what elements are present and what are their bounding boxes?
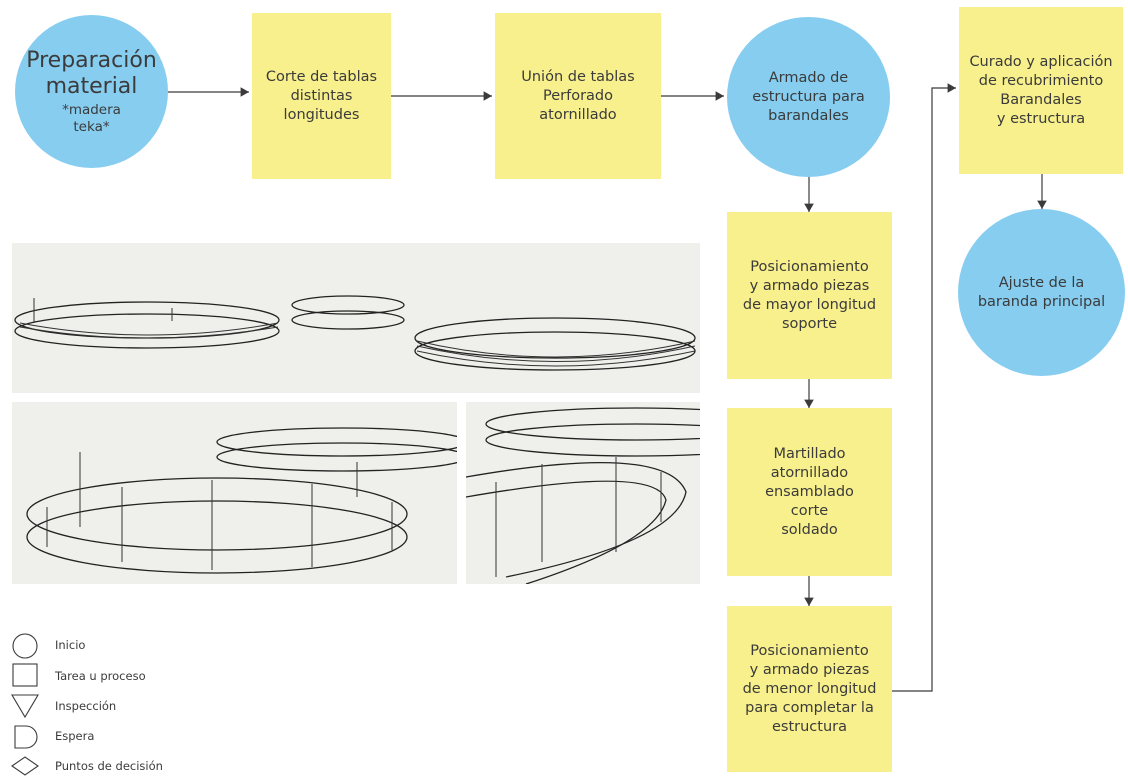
task-cut: Corte de tablas distintas longitudes bbox=[252, 13, 391, 179]
task-frame-circle: Armado de estructura para barandales bbox=[727, 17, 890, 177]
start-node: Preparación material *madera teka* bbox=[15, 15, 168, 168]
railing-sketch-bottom-right bbox=[466, 407, 700, 584]
legend-label-wait: Espera bbox=[55, 729, 95, 743]
render-image-bottom-left bbox=[12, 402, 457, 584]
start-title: Preparación material bbox=[26, 47, 157, 99]
task-short-pieces: Posicionamiento y armado piezas de menor… bbox=[727, 606, 892, 772]
task-long-pieces: Posicionamiento y armado piezas de mayor… bbox=[727, 212, 892, 379]
render-image-top bbox=[12, 243, 700, 393]
render-image-bottom-right bbox=[466, 402, 700, 584]
start-subtitle: *madera teka* bbox=[62, 101, 121, 135]
task-cure: Curado y aplicación de recubrimiento Bar… bbox=[959, 7, 1123, 174]
legend-label-start: Inicio bbox=[55, 638, 86, 652]
end-node: Ajuste de la baranda principal bbox=[958, 209, 1125, 376]
legend-label-task: Tarea u proceso bbox=[55, 669, 146, 683]
legend-label-decision: Puntos de decisión bbox=[55, 759, 163, 773]
legend-label-inspection: Inspección bbox=[55, 699, 117, 713]
railing-sketch-top bbox=[14, 295, 696, 371]
task-join: Unión de tablas Perforado atornillado bbox=[495, 13, 661, 179]
arrow-short-to-cure bbox=[891, 83, 956, 692]
task-hammer: Martillado atornillado ensamblado corte … bbox=[727, 408, 892, 576]
railing-sketch-bottom-left bbox=[26, 427, 457, 574]
